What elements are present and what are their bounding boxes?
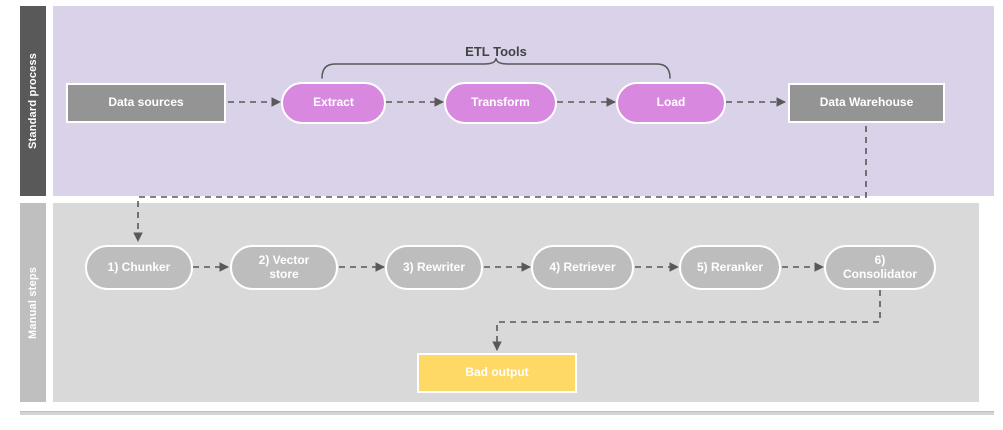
bottom-divider xyxy=(20,411,994,415)
node-data-warehouse-label: Data Warehouse xyxy=(819,95,914,110)
node-bad-output[interactable]: Bad output xyxy=(417,353,577,393)
node-transform[interactable]: Transform xyxy=(444,82,557,124)
lane-standard-process-label: Standard process xyxy=(20,6,46,196)
node-extract[interactable]: Extract xyxy=(281,82,386,124)
node-chunker-label: 1) Chunker xyxy=(107,259,171,274)
etl-tools-label: ETL Tools xyxy=(465,44,527,59)
node-retriever-label: 4) Retriever xyxy=(549,259,616,274)
lane-manual-steps-label: Manual steps xyxy=(20,203,46,402)
node-load-label: Load xyxy=(656,95,686,110)
node-vector-store-label-line2: store xyxy=(269,266,299,281)
node-retriever[interactable]: 4) Retriever xyxy=(531,245,634,290)
node-extract-label: Extract xyxy=(313,95,354,110)
node-vector-store-label-line1: 2) Vector xyxy=(258,252,310,267)
node-rewriter-label: 3) Rewriter xyxy=(402,259,466,274)
node-transform-label: Transform xyxy=(471,95,530,110)
node-data-sources-label: Data sources xyxy=(108,95,184,110)
node-consolidator-label-line1: 6) xyxy=(874,252,886,267)
node-chunker[interactable]: 1) Chunker xyxy=(85,245,193,290)
node-consolidator[interactable]: 6) Consolidator xyxy=(824,245,936,290)
node-data-sources[interactable]: Data sources xyxy=(66,83,226,123)
node-vector-store[interactable]: 2) Vector store xyxy=(230,245,338,290)
node-load[interactable]: Load xyxy=(616,82,726,124)
node-bad-output-label: Bad output xyxy=(465,365,529,380)
node-data-warehouse[interactable]: Data Warehouse xyxy=(788,83,945,123)
node-rewriter[interactable]: 3) Rewriter xyxy=(385,245,483,290)
node-reranker-label: 5) Reranker xyxy=(696,259,764,274)
node-consolidator-label-line2: Consolidator xyxy=(843,266,917,281)
node-reranker[interactable]: 5) Reranker xyxy=(679,245,781,290)
